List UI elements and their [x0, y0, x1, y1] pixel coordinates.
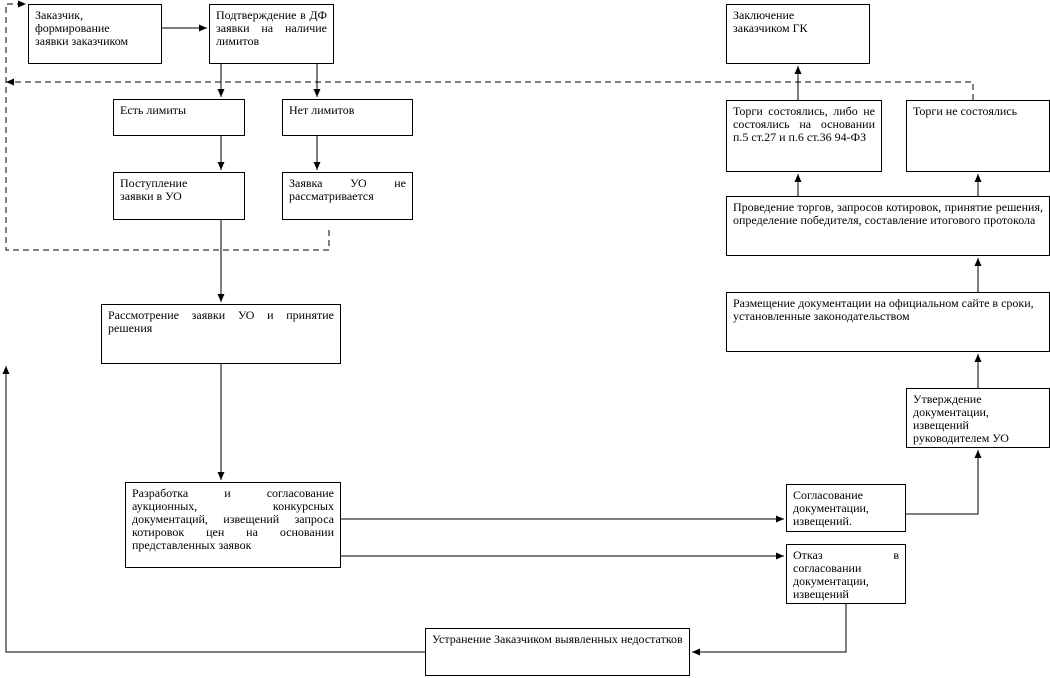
- connector-n_not_held-to-n_customer: [6, 78, 974, 100]
- connector-n_develop-to-n_approval_docs: [341, 515, 784, 523]
- arrowhead-icon: [217, 89, 225, 97]
- node-publish-documentation: Размещение документации на официальном с…: [726, 292, 1050, 352]
- arrowhead-icon: [974, 174, 982, 182]
- connector-n_held-to-n_contract: [794, 66, 802, 100]
- node-develop-documentation: Разработка и согласование аукционных, ко…: [125, 482, 341, 568]
- connector-line: [6, 81, 974, 100]
- connector-n_df_confirm-to-n_no_limits: [313, 64, 321, 97]
- connector-n_review-to-n_develop: [217, 364, 225, 480]
- node-fix-shortcomings: Устранение Заказчиком выявленных недоста…: [425, 628, 690, 676]
- node-develop-documentation-text: Разработка и согласование аукционных, ко…: [132, 486, 334, 552]
- node-df-limits-confirmation-text: Подтверждение в ДФ заявки на наличие лим…: [216, 8, 327, 48]
- node-review-and-decision-text: Рассмотрение заявки УО и принятие решени…: [108, 308, 334, 335]
- node-documentation-approval: Согласование документации, извещений.: [786, 484, 906, 532]
- node-receipt-in-uo: Поступление заявки в УО: [113, 172, 245, 220]
- node-customer-request: Заказчик, формирование заявки заказчиком: [28, 4, 162, 64]
- node-documentation-approval-text: Согласование документации, извещений.: [793, 488, 869, 528]
- arrowhead-icon: [2, 366, 10, 374]
- arrowhead-icon: [692, 648, 700, 656]
- node-conduct-tenders-text: Проведение торгов, запросов котировок, п…: [733, 200, 1043, 227]
- arrowhead-icon: [313, 162, 321, 170]
- connector-n_publish-to-n_conduct: [974, 258, 982, 292]
- connector-n_conduct-to-n_held: [794, 174, 802, 196]
- node-publish-documentation-text: Размещение документации на официальном с…: [733, 296, 1034, 323]
- arrowhead-icon: [18, 0, 26, 8]
- node-review-and-decision: Рассмотрение заявки УО и принятие решени…: [101, 304, 341, 364]
- node-head-approval: Утверждение документации, извещений руко…: [906, 388, 1050, 448]
- arrowhead-icon: [217, 162, 225, 170]
- node-contract-conclusion: Заключение заказчиком ГК: [726, 4, 870, 64]
- node-no-limits-text: Нет лимитов: [289, 103, 355, 117]
- node-df-limits-confirmation: Подтверждение в ДФ заявки на наличие лим…: [209, 4, 334, 64]
- connector-n_df_confirm-to-n_have_limits: [217, 64, 225, 97]
- node-tenders-held: Торги состоялись, либо не состоялись на …: [726, 100, 882, 172]
- node-tenders-not-held: Торги не состоялись: [906, 100, 1050, 172]
- node-approval-refusal: Отказ в согласовании документации, извещ…: [786, 544, 906, 604]
- arrowhead-icon: [217, 294, 225, 302]
- connector-n_head_approval-to-n_publish: [974, 354, 982, 388]
- node-conduct-tenders: Проведение торгов, запросов котировок, п…: [726, 196, 1050, 256]
- connector-n_have_limits-to-n_receipt: [217, 136, 225, 170]
- arrowhead-icon: [974, 450, 982, 458]
- node-have-limits-text: Есть лимиты: [120, 103, 187, 117]
- connector-n_develop-to-n_refusal: [341, 552, 784, 560]
- connector-line: [906, 450, 979, 515]
- connector-n_conduct-to-n_not_held: [974, 174, 982, 196]
- connector-n_not_considered-to-n_customer: [5, 0, 330, 251]
- node-head-approval-text: Утверждение документации, извещений руко…: [913, 392, 1009, 445]
- arrowhead-icon: [199, 24, 207, 32]
- arrowhead-icon: [974, 354, 982, 362]
- node-tenders-not-held-text: Торги не состоялись: [913, 104, 1018, 118]
- connector-n_refusal-to-n_fix: [692, 604, 847, 656]
- arrowhead-icon: [776, 552, 784, 560]
- arrowhead-icon: [217, 472, 225, 480]
- arrowhead-icon: [776, 515, 784, 523]
- node-contract-conclusion-text: Заключение заказчиком ГК: [733, 8, 808, 35]
- node-approval-refusal-text: Отказ в согласовании документации, извещ…: [793, 548, 899, 601]
- arrowhead-icon: [313, 89, 321, 97]
- connector-n_approval_docs-to-n_head_approval: [906, 450, 982, 515]
- connector-line: [5, 3, 330, 251]
- node-fix-shortcomings-text: Устранение Заказчиком выявленных недоста…: [432, 632, 683, 646]
- node-request-not-considered-text: Заявка УО не рассматривается: [289, 176, 406, 203]
- connector-n_receipt-to-n_review: [217, 220, 225, 302]
- node-request-not-considered: Заявка УО не рассматривается: [282, 172, 413, 220]
- node-have-limits: Есть лимиты: [113, 99, 245, 136]
- connector-line: [5, 366, 425, 653]
- connector-n_fix-to-n_review: [2, 366, 425, 653]
- arrowhead-icon: [6, 78, 14, 86]
- connector-n_no_limits-to-n_not_considered: [313, 136, 321, 170]
- node-customer-request-text: Заказчик, формирование заявки заказчиком: [35, 8, 129, 48]
- connector-line: [692, 604, 847, 653]
- connector-n_customer-to-n_df_confirm: [162, 24, 207, 32]
- arrowhead-icon: [794, 174, 802, 182]
- node-receipt-in-uo-text: Поступление заявки в УО: [120, 176, 188, 203]
- node-tenders-held-text: Торги состоялись, либо не состоялись на …: [733, 104, 875, 144]
- arrowhead-icon: [974, 258, 982, 266]
- node-no-limits: Нет лимитов: [282, 99, 413, 136]
- arrowhead-icon: [794, 66, 802, 74]
